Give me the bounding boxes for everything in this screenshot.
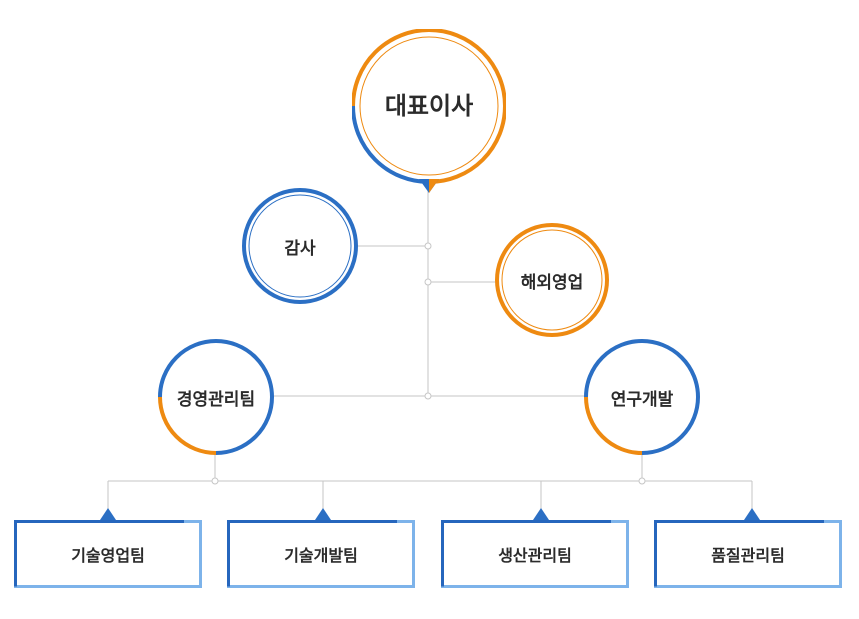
management-label: 경영관리팀 <box>176 389 256 410</box>
junction-dot-rnd <box>638 477 646 485</box>
team-box-production: 생산관리팀 <box>441 508 629 588</box>
junction-dot-overseas <box>424 278 432 286</box>
team-box-frame <box>441 508 629 588</box>
overseas-label: 해외영업 <box>520 272 584 293</box>
rnd-node: 연구개발 <box>584 339 700 455</box>
overseas-node: 해외영업 <box>495 223 609 337</box>
rnd-ring <box>584 339 700 455</box>
junction-dot-management <box>211 477 219 485</box>
audit-ring <box>242 188 358 304</box>
team-box-quality: 품질관리팀 <box>654 508 842 588</box>
management-ring <box>158 339 274 455</box>
ceo-ring <box>352 29 506 193</box>
team-box-tech-sales: 기술영업팀 <box>14 508 202 588</box>
team-label: 생산관리팀 <box>498 546 572 565</box>
team-label: 기술영업팀 <box>71 546 145 565</box>
team-label: 기술개발팀 <box>284 546 358 565</box>
junction-dot-divisions <box>424 392 432 400</box>
audit-label: 감사 <box>284 238 316 259</box>
team-box-frame <box>227 508 415 588</box>
rnd-label: 연구개발 <box>610 389 674 410</box>
audit-node: 감사 <box>242 188 358 304</box>
ceo-node: 대표이사 <box>352 29 506 193</box>
junction-dot-audit <box>424 242 432 250</box>
ceo-label: 대표이사 <box>384 91 474 120</box>
overseas-ring <box>495 223 609 337</box>
management-node: 경영관리팀 <box>158 339 274 455</box>
team-box-tech-dev: 기술개발팀 <box>227 508 415 588</box>
team-box-frame <box>654 508 842 588</box>
team-label: 품질관리팀 <box>711 546 785 565</box>
team-box-frame <box>14 508 202 588</box>
